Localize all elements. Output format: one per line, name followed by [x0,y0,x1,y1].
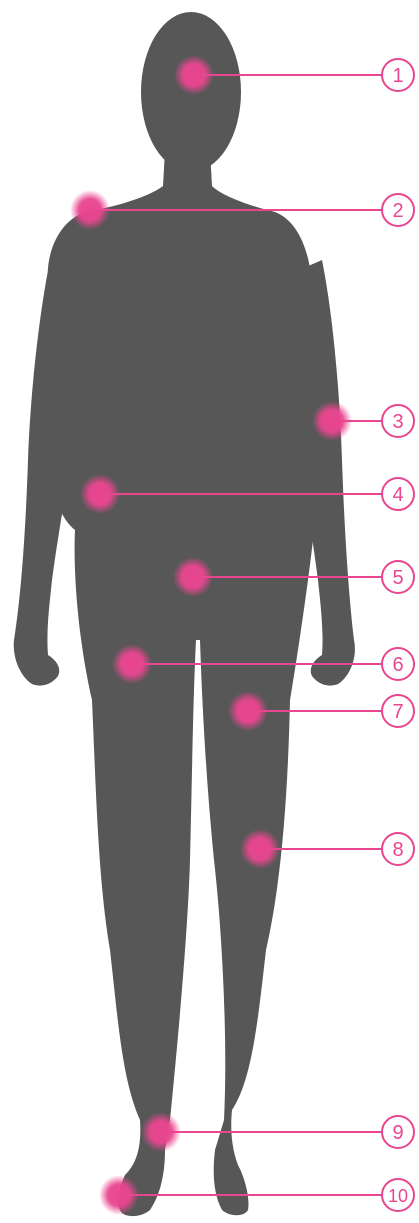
hotspot-dot[interactable] [173,557,213,597]
hotspot-dot[interactable] [112,644,152,684]
number-label: 7 [392,701,403,723]
callout-7: 7 [228,691,414,731]
hotspot-dot[interactable] [174,55,214,95]
hotspot-dot[interactable] [240,829,280,869]
number-label: 5 [392,567,403,589]
callout-9: 9 [141,1112,414,1152]
number-label: 4 [392,484,403,506]
number-label: 1 [392,65,403,87]
number-label: 6 [392,654,403,676]
number-label: 9 [392,1122,403,1144]
number-label: 8 [392,839,403,861]
callout-8: 8 [240,829,414,869]
hotspot-dot[interactable] [80,474,120,514]
hotspot-dot[interactable] [99,1175,139,1215]
number-label: 2 [392,200,403,222]
female-body-silhouette-icon [14,12,355,1216]
hotspot-dot[interactable] [312,401,352,441]
hotspot-dot[interactable] [141,1112,181,1152]
hotspot-dot[interactable] [228,691,268,731]
callout-3: 3 [312,401,414,441]
number-label: 3 [392,411,403,433]
number-label: 10 [388,1186,408,1206]
hotspot-dot[interactable] [70,190,110,230]
